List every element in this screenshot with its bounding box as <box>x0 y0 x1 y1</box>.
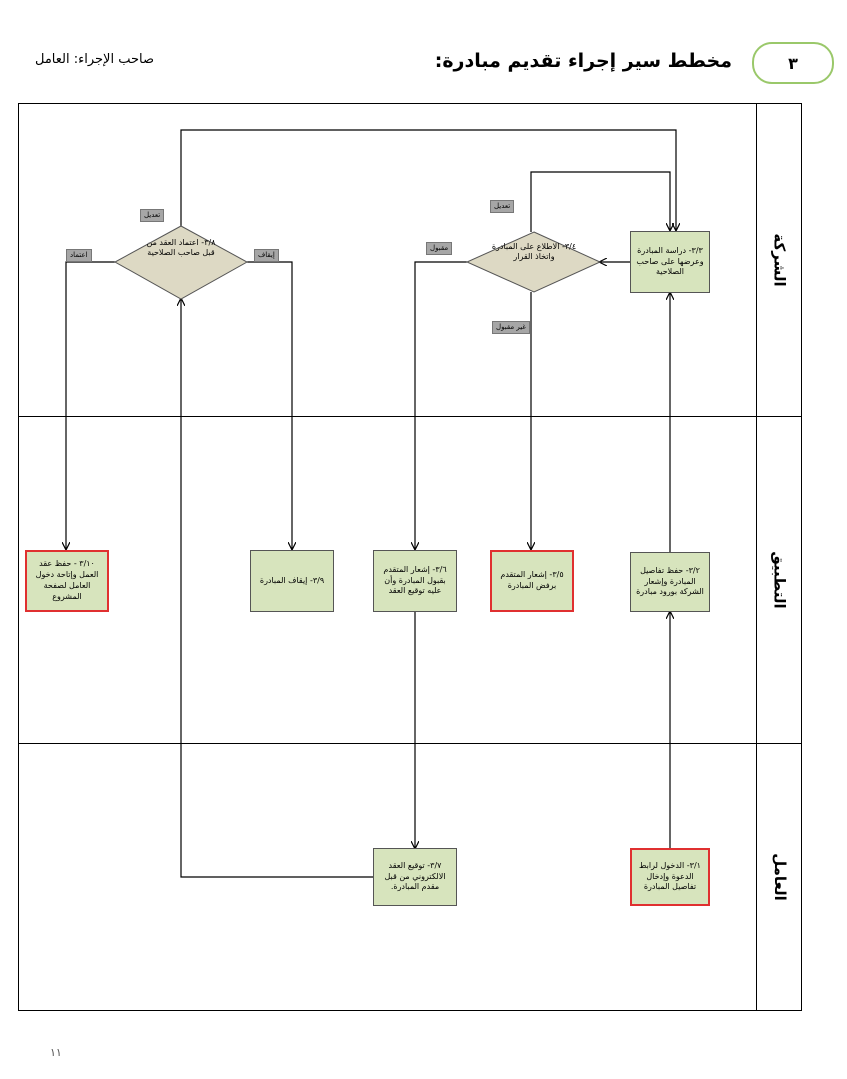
tag-rejected: غير مقبول <box>492 321 530 334</box>
step-3-10: ٣/١٠ - حفظ عقد العمل وإتاحة دخول العامل … <box>25 550 109 612</box>
decision-diamond-3-4 <box>465 231 602 293</box>
tag-accepted: مقبول <box>426 242 453 255</box>
lane-divider-1 <box>18 416 802 417</box>
page-title: مخطط سير إجراء تقديم مبادرة: <box>434 50 732 72</box>
step-3-4-label: ٣/٤- الاطلاع على المبادرة واتخاذ القرار <box>491 242 577 262</box>
step-3-2: ٣/٢- حفظ تفاصيل المبادرة وإشعار الشركة ب… <box>630 552 710 612</box>
tag-edit-3-4: تعديل <box>490 200 515 213</box>
step-3-3: ٣/٣- دراسة المبادرة وعرضها على صاحب الصل… <box>630 231 710 293</box>
lane-label-divider <box>756 103 757 1011</box>
lane-divider-2 <box>18 743 802 744</box>
step-3-9: ٣/٩- إيقاف المبادرة <box>250 550 334 612</box>
procedure-number-badge: ٣ <box>752 42 834 84</box>
step-3-8-label: ٣/٨- اعتماد العقد من قبل صاحب الصلاحية <box>146 238 216 258</box>
step-3-7: ٣/٧- توقيع العقد الالكتروني من قبل مقدم … <box>373 848 457 906</box>
page-number: ١١ <box>50 1046 62 1059</box>
step-3-5: ٣/٥- إشعار المتقدم برفض المبادرة <box>490 550 574 612</box>
tag-stop: إيقاف <box>254 249 279 262</box>
procedure-owner: صاحب الإجراء: العامل <box>35 52 155 67</box>
swimlane-frame <box>18 103 802 1011</box>
step-3-1: ٣/١- الدخول لرابط الدعوة وإدخال تفاصيل ا… <box>630 848 710 906</box>
tag-edit-3-8: تعديل <box>140 209 165 222</box>
decision-diamond-3-8 <box>113 225 249 300</box>
step-3-6: ٣/٦- إشعار المتقدم بقبول المبادرة وأن عل… <box>373 550 457 612</box>
tag-approve: اعتماد <box>66 249 92 262</box>
